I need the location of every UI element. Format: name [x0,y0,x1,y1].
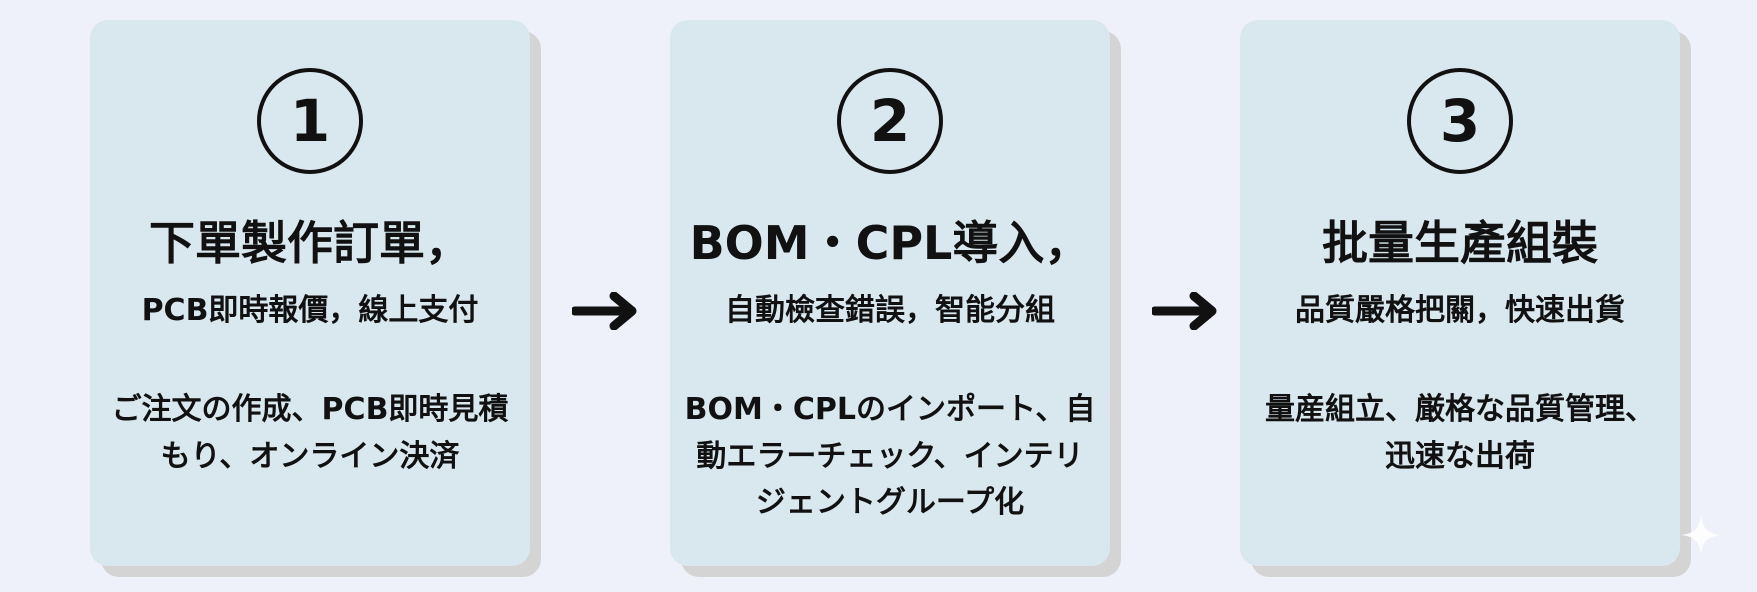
step-title: 批量生產組裝 [1322,216,1598,270]
step-card-body: 2 BOM・CPL導入， 自動檢查錯誤，智能分組 BOM・CPLのインポート、自… [670,20,1110,566]
step-card-1: 1 下單製作訂單， PCB即時報價，線上支付 ご注文の作成、PCB即時見積もり、… [90,20,541,577]
step-title: 下單製作訂單， [149,216,471,270]
step-subtitle: PCB即時報價，線上支付 [141,293,479,328]
step-subtitle: 品質嚴格把關，快速出貨 [1295,293,1625,328]
step-number-badge: 2 [837,68,943,174]
step-card-body: 3 批量生產組裝 品質嚴格把關，快速出貨 量産組立、厳格な品質管理、迅速な出荷 [1240,20,1680,566]
step-description: 量産組立、厳格な品質管理、迅速な出荷 [1265,392,1655,474]
step-title: BOM・CPL導入， [689,216,1091,270]
right-arrow-icon [1152,292,1217,330]
step-number-badge: 3 [1407,68,1513,174]
step-subtitle: 自動檢查錯誤，智能分組 [725,293,1055,328]
sparkle-icon [1681,515,1721,555]
right-arrow-icon [572,292,637,330]
step-description: BOM・CPLのインポート、自動エラーチェック、インテリジェントグループ化 [684,392,1096,520]
step-number-badge: 1 [257,68,363,174]
step-card-body: 1 下單製作訂單， PCB即時報價，線上支付 ご注文の作成、PCB即時見積もり、… [90,20,530,566]
step-card-2: 2 BOM・CPL導入， 自動檢查錯誤，智能分組 BOM・CPLのインポート、自… [670,20,1121,577]
step-card-3: 3 批量生產組裝 品質嚴格把關，快速出貨 量産組立、厳格な品質管理、迅速な出荷 [1240,20,1691,577]
step-description: ご注文の作成、PCB即時見積もり、オンライン決済 [111,392,509,474]
